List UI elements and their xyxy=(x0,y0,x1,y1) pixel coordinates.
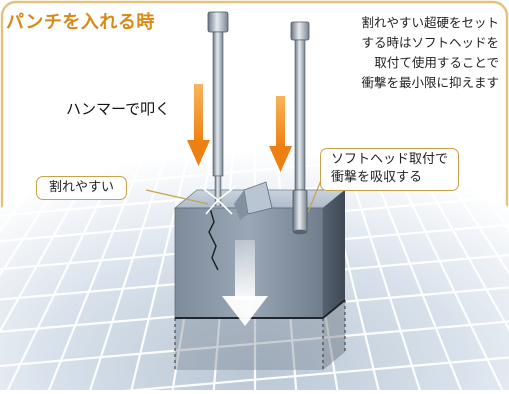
callout-fragile: 割れやすい xyxy=(36,176,127,200)
callout-line: 衝撃を吸収する xyxy=(331,169,448,187)
note-line: 衝撃を最小限に抑えます xyxy=(309,73,499,93)
diagram-title: パンチを入れる時 xyxy=(6,8,155,34)
note-line: 割れやすい超硬をセット xyxy=(309,13,499,33)
instruction-note: 割れやすい超硬をセット する時はソフトヘッドを 取付て使用することで 衝撃を最小… xyxy=(309,13,499,93)
hammer-label: ハンマーで叩く xyxy=(66,98,170,119)
callout-soft-head: ソフトヘッド取付で 衝撃を吸収する xyxy=(320,148,459,191)
note-line: する時はソフトヘッドを xyxy=(309,33,499,53)
callout-line: ソフトヘッド取付で xyxy=(331,151,448,169)
note-line: 取付て使用することで xyxy=(309,53,499,73)
soft-head xyxy=(293,190,307,232)
